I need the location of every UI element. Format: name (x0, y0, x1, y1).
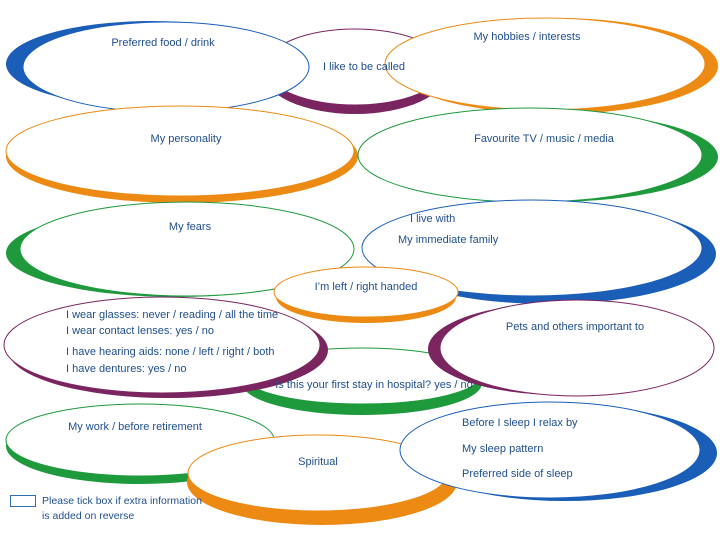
food-bubble[interactable] (6, 21, 310, 113)
extra-info-checkbox[interactable] (10, 495, 36, 507)
hobbies-label: My hobbies / interests (474, 31, 581, 43)
pets-others-label: Pets and others important to (506, 321, 644, 333)
bubble-face (19, 201, 355, 297)
hearing-aids-label: I have hearing aids: none / left / right… (66, 346, 275, 358)
fears-bubble[interactable] (6, 201, 355, 297)
favourite-media-label: Favourite TV / music / media (474, 133, 615, 145)
dentures-label: I have dentures: yes / no (66, 363, 186, 375)
like-to-be-called-label: I like to be called (323, 61, 405, 73)
bubble-face (361, 199, 703, 297)
immediate-family-label: My immediate family (398, 234, 499, 246)
bubble-face (5, 105, 355, 197)
personality-label: My personality (151, 133, 222, 145)
handed-bubble[interactable] (273, 266, 459, 323)
spiritual-label: Spiritual (298, 456, 338, 468)
sleep-bubble[interactable] (399, 401, 717, 501)
glasses-label: I wear glasses: never / reading / all th… (66, 309, 278, 321)
media-bubble[interactable] (357, 107, 718, 203)
bubble-face (22, 21, 310, 113)
extra-info-note: Please tick box if extra information is … (42, 495, 202, 522)
first-stay-label: Is this your first stay in hospital? yes… (275, 379, 472, 391)
hobbies-bubble[interactable] (384, 17, 718, 114)
relax-before-sleep-label: Before I sleep I relax by (462, 417, 578, 429)
spiritual-bubble[interactable] (187, 434, 457, 525)
bubble-face (3, 296, 321, 394)
live-with-label: I live with (410, 213, 455, 225)
bubble-face (357, 107, 703, 203)
sleep-pattern-label: My sleep pattern (462, 443, 543, 455)
fears-label: My fears (169, 221, 212, 233)
bubble-face (439, 299, 715, 397)
bubble-face (399, 401, 701, 499)
sleep-side-label: Preferred side of sleep (462, 468, 573, 480)
preferred-food-label: Preferred food / drink (111, 37, 215, 49)
live-with-bubble[interactable] (361, 199, 716, 304)
pets-bubble[interactable] (428, 299, 715, 397)
aids-bubble[interactable] (3, 296, 328, 398)
personality-bubble[interactable] (5, 105, 358, 203)
contact-lenses-label: I wear contact lenses: yes / no (66, 325, 214, 337)
bubble-face (273, 266, 459, 318)
handed-label: I’m left / right handed (315, 281, 418, 293)
work-label: My work / before retirement (68, 421, 202, 433)
